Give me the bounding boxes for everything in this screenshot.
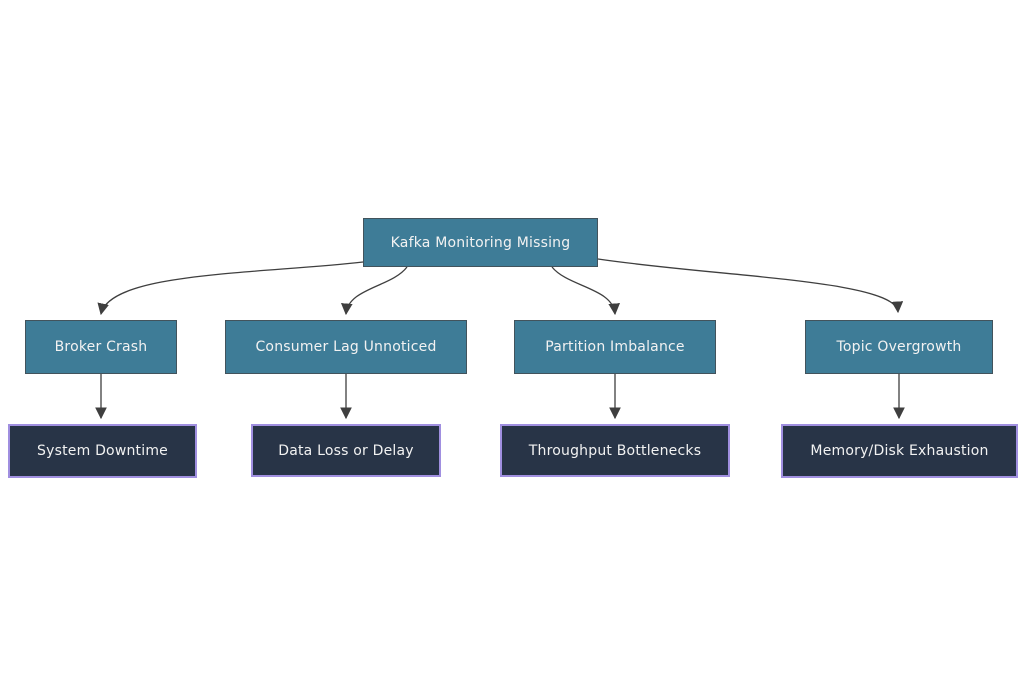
node-topic-overgrowth: Topic Overgrowth — [805, 320, 993, 374]
edge-root-to-broker-crash — [97, 261, 364, 316]
node-label: Partition Imbalance — [545, 339, 685, 355]
node-consumer-lag-unnoticed: Consumer Lag Unnoticed — [225, 320, 467, 374]
node-label: Data Loss or Delay — [278, 442, 414, 459]
edge-root-to-topic-overgrowth — [597, 258, 904, 314]
node-label: Topic Overgrowth — [836, 339, 962, 355]
node-label: Throughput Bottlenecks — [528, 442, 702, 459]
node-data-loss-or-delay: Data Loss or Delay — [251, 424, 441, 477]
node-kafka-monitoring-missing: Kafka Monitoring Missing — [363, 218, 598, 267]
node-label: Consumer Lag Unnoticed — [255, 339, 437, 355]
node-label: Memory/Disk Exhaustion — [810, 443, 989, 459]
node-broker-crash: Broker Crash — [25, 320, 177, 374]
node-label: Kafka Monitoring Missing — [390, 234, 571, 251]
node-label: System Downtime — [37, 443, 168, 459]
edge-root-to-partition-imbalance — [551, 266, 621, 316]
node-partition-imbalance: Partition Imbalance — [514, 320, 716, 374]
edge-root-to-consumer-lag — [340, 266, 408, 316]
node-memory-disk-exhaustion: Memory/Disk Exhaustion — [781, 424, 1018, 478]
node-label: Broker Crash — [54, 339, 148, 355]
node-throughput-bottlenecks: Throughput Bottlenecks — [500, 424, 730, 477]
node-system-downtime: System Downtime — [8, 424, 197, 478]
